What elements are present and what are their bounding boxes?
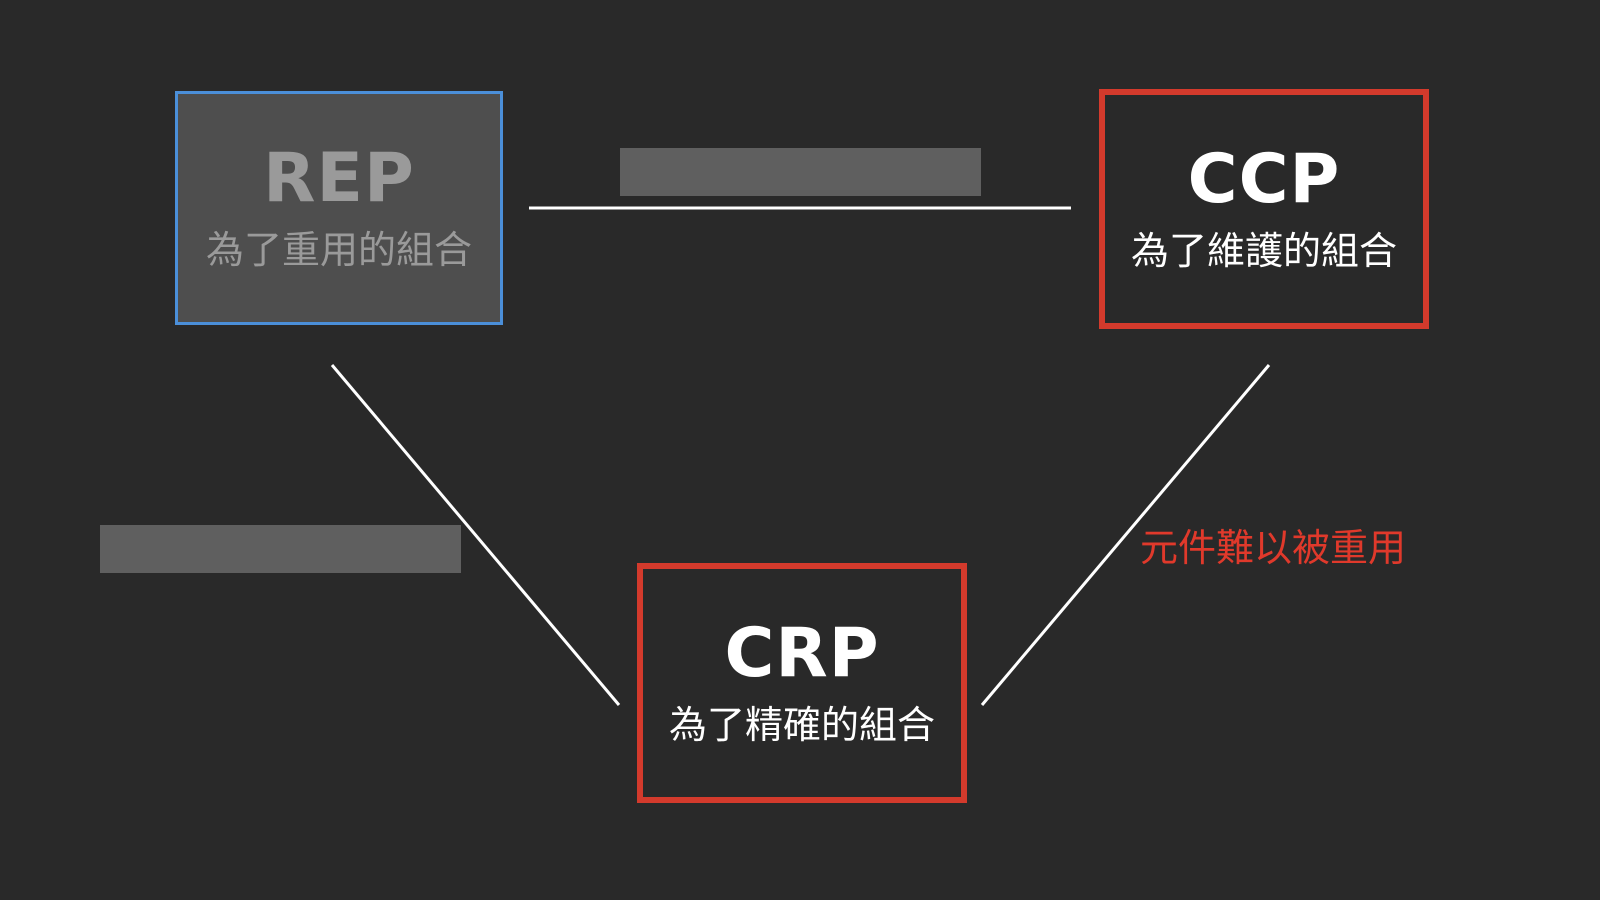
- node-crp-acronym: CRP: [724, 614, 880, 693]
- node-ccp-subtitle: 為了維護的組合: [1130, 229, 1397, 273]
- edge-label-ccp-crp: 元件難以被重用: [1140, 526, 1407, 570]
- node-crp-subtitle: 為了精確的組合: [668, 703, 935, 747]
- redacted-label-rep-ccp: [620, 148, 981, 196]
- edge-ccp-crp: [980, 364, 1271, 706]
- redacted-label-rep-crp: [100, 525, 461, 573]
- node-ccp-acronym: CCP: [1187, 140, 1341, 219]
- node-rep-acronym: REP: [263, 139, 415, 218]
- node-crp: CRP 為了精確的組合: [637, 563, 967, 803]
- node-rep-subtitle: 為了重用的組合: [205, 228, 472, 272]
- edge-rep-crp: [330, 364, 621, 706]
- node-ccp: CCP 為了維護的組合: [1099, 89, 1429, 329]
- node-rep: REP 為了重用的組合: [175, 91, 503, 325]
